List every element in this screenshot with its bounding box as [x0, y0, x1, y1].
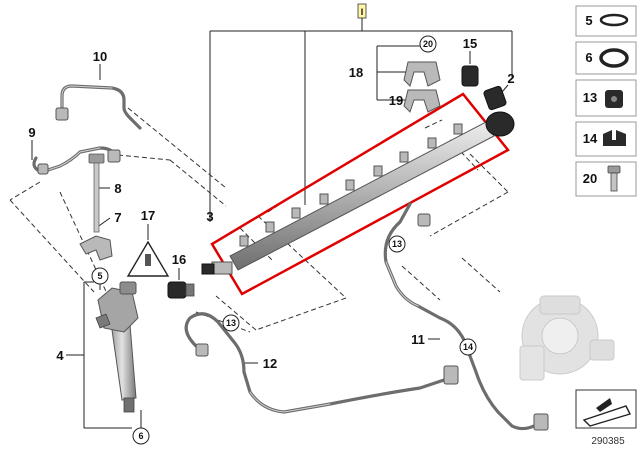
- arrow-icon: [596, 398, 612, 412]
- callout-10: 10: [93, 49, 107, 64]
- svg-text:20: 20: [583, 171, 597, 186]
- seal-ring-icon: [599, 48, 629, 68]
- svg-text:20: 20: [423, 39, 433, 49]
- pressure-line-11: [383, 202, 549, 431]
- injector-line-9: [32, 146, 121, 175]
- injector-line-10: [55, 84, 142, 130]
- svg-text:6: 6: [585, 50, 592, 65]
- legend-item-13: 13: [575, 79, 637, 117]
- seal-15: [461, 65, 479, 87]
- callout-17: 17: [141, 208, 155, 223]
- svg-text:14: 14: [583, 131, 598, 146]
- legend-item-5: 5: [575, 5, 637, 37]
- legend-item-6: 6: [575, 41, 637, 75]
- ring-5: 5: [91, 267, 109, 285]
- brackets-18-19: [403, 61, 441, 113]
- bolt-icon: [607, 165, 621, 192]
- diagram-code: 290385: [591, 436, 625, 447]
- callout-7: 7: [114, 210, 121, 225]
- highlight-box: [210, 92, 510, 296]
- svg-text:5: 5: [97, 271, 102, 281]
- ring-13-lower: 13: [222, 314, 240, 332]
- pressure-line-12: [184, 312, 459, 414]
- callout-11: 11: [411, 332, 425, 347]
- callout-labels: 2 3 4 7 8 9 10 11 12 15 16 17 18 19: [28, 36, 514, 371]
- callout-2: 2: [507, 71, 514, 86]
- callout-19: 19: [389, 93, 403, 108]
- svg-text:13: 13: [392, 239, 402, 249]
- legend-item-14: 14: [575, 121, 637, 157]
- callout-4: 4: [56, 348, 64, 363]
- callout-8: 8: [114, 181, 121, 196]
- svg-text:13: 13: [226, 318, 236, 328]
- ring-13-upper: 13: [388, 235, 406, 253]
- svg-text:6: 6: [138, 431, 143, 441]
- warning-triangle-17: [126, 240, 170, 277]
- clamp-7: [79, 235, 113, 261]
- legend-panel: 5 6 13 14 20: [575, 5, 637, 197]
- injector-4: [95, 281, 139, 413]
- callout-16: 16: [172, 252, 186, 267]
- double-grommet-icon: [603, 130, 626, 146]
- svg-text:5: 5: [585, 13, 592, 28]
- high-pressure-pump: [519, 295, 615, 381]
- gasket-outline-icon: [582, 405, 631, 427]
- callout-18: 18: [349, 65, 363, 80]
- reference-icon-box: [575, 389, 637, 429]
- top-marker: I: [357, 3, 367, 19]
- pressure-sensor-16: [167, 281, 195, 299]
- callout-15: 15: [463, 36, 477, 51]
- ring-20: 20: [419, 35, 437, 53]
- callout-9: 9: [28, 125, 35, 140]
- ring-callouts: 5 6 13 13 14 20: [91, 35, 477, 445]
- fuel-rail-3: [201, 85, 515, 296]
- ring-6: 6: [132, 427, 150, 445]
- svg-text:13: 13: [583, 90, 597, 105]
- ring-14: 14: [459, 338, 477, 356]
- legend-item-20: 20: [575, 161, 637, 197]
- svg-text:14: 14: [463, 342, 473, 352]
- callout-12: 12: [263, 356, 277, 371]
- callout-3: 3: [206, 209, 213, 224]
- bolt-8: [88, 153, 105, 233]
- top-marker-label: I: [361, 7, 364, 17]
- o-ring-icon: [599, 13, 629, 27]
